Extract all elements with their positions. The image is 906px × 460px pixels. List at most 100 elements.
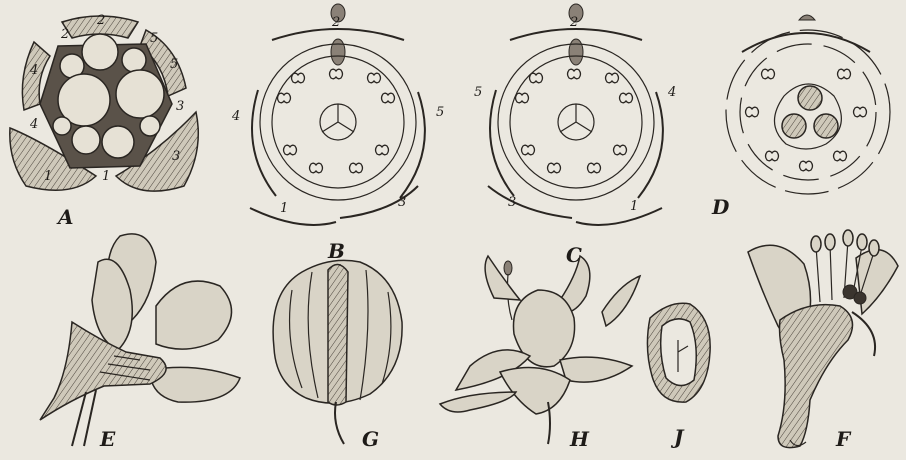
ovule [122,48,146,72]
number-label: 5 [150,31,158,46]
anther-section [530,73,543,83]
anther-section [522,145,535,155]
anther-section [614,145,627,155]
number-label: 5 [436,105,444,120]
anther-section [278,93,291,103]
axis-mark [569,39,583,65]
axis-mark [331,39,345,65]
number-label: 4 [29,63,38,78]
stigma [504,261,512,275]
number-label: 1 [280,201,288,216]
anther-section [762,69,775,79]
number-label: 2 [569,15,578,30]
ovary [854,292,866,304]
number-label: 2 [331,15,340,30]
figure-e: E [40,234,240,451]
anther-section [548,163,561,173]
anther-section [800,161,813,171]
bract-upper [510,29,642,40]
figure-g: G [273,260,402,451]
anther-section [368,73,381,83]
anther-section [382,93,395,103]
figure-b: 2 4 5 1 3 B [231,4,444,263]
figure-a: 2 2 5 5 4 4 3 3 1 1 A [10,13,198,229]
ovule [82,34,118,70]
anther-section [292,73,305,83]
anther-section [838,69,851,79]
calyx-lobe [440,392,516,412]
figure-label-g: G [362,427,379,451]
number-label: 3 [172,149,180,164]
number-label: 3 [176,99,184,114]
withered-petal [602,276,640,326]
anther [825,234,835,250]
axis-mark [799,15,815,20]
number-label: 4 [29,117,38,132]
figure-f: F [748,230,898,451]
figure-label-h: H [569,427,590,451]
anther [869,240,879,256]
number-label: 2 [60,27,69,42]
calyx-lobe [500,368,570,415]
anther [857,234,867,250]
lower-lip-petal [156,281,232,349]
fruit-stalk [335,402,344,444]
sepal-5 [490,90,514,196]
anther-section [766,151,779,161]
figure-d: D [711,15,890,219]
number-label: 1 [44,169,52,184]
figure-label-f: F [835,427,852,451]
locule [798,86,822,110]
calyx-lobe [856,250,898,314]
withered-petal [485,256,520,300]
perianth-ring [726,30,890,194]
figure-label-a: A [56,205,74,229]
number-label: 4 [231,109,240,124]
sepal-1 [576,208,662,225]
anther-section [376,145,389,155]
figure-h: H [440,256,640,451]
number-label: 3 [508,195,516,210]
bract-upper [272,29,404,40]
calyx-lobe [560,357,632,382]
figure-c: 2 5 4 3 1 C [474,4,676,267]
fruit-suture [328,264,348,405]
figure-label-e: E [99,427,116,451]
anther-section [516,93,529,103]
number-label: 1 [630,199,638,214]
anther-section [854,107,867,117]
flower-stalk [548,402,550,444]
anther-section [350,163,363,173]
figure-label-d: D [711,195,730,219]
sepal-1 [250,208,336,225]
number-label: 3 [398,195,406,210]
locule [782,114,806,138]
anther-section [620,93,633,103]
anther [843,230,853,246]
anther-section [284,145,297,155]
ovule [116,70,164,118]
number-label: 5 [170,57,178,72]
anther-section [568,69,581,79]
number-label: 2 [96,13,105,28]
ovule [140,116,160,136]
anther [811,236,821,252]
locule [814,114,838,138]
bract-upper [742,33,870,52]
anther-section [588,163,601,173]
figure-j: J [647,303,710,449]
flower-stalk [852,312,875,356]
pedicel [84,390,96,446]
anther-section [834,151,847,161]
ovule [72,126,100,154]
number-label: 5 [474,85,482,100]
figure-label-b: B [327,239,345,263]
number-label: 1 [102,169,110,184]
figure-label-j: J [670,425,685,449]
anther-section [330,69,343,79]
number-label: 4 [667,85,676,100]
anther-section [310,163,323,173]
anther-section [606,73,619,83]
sepal-4 [252,90,276,196]
